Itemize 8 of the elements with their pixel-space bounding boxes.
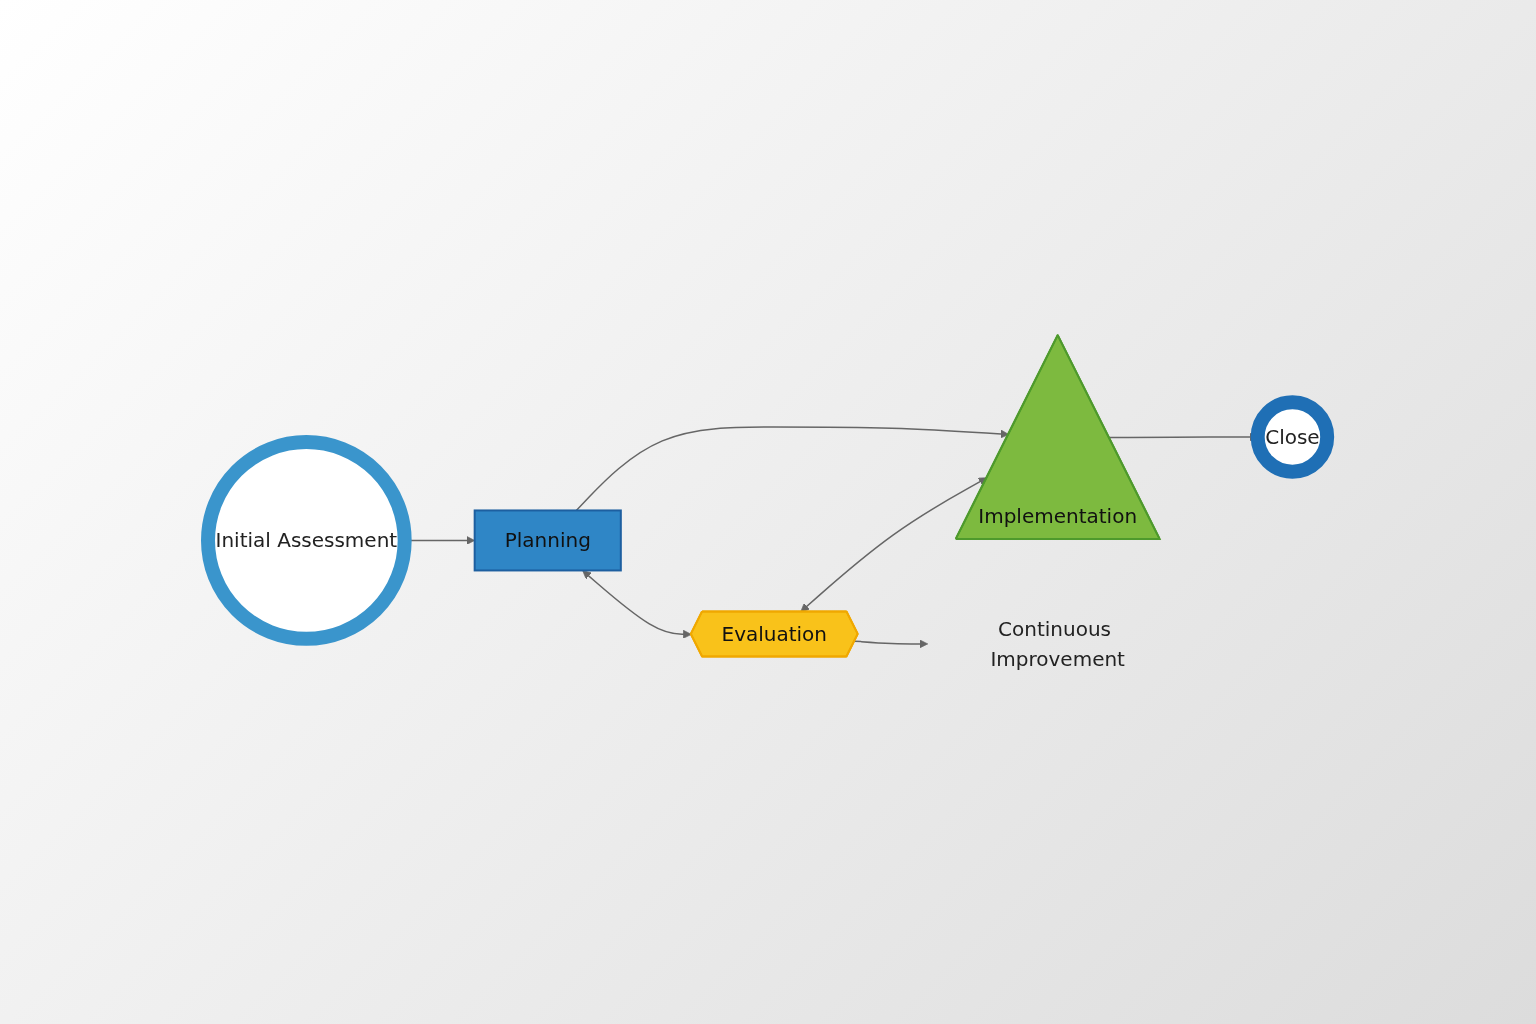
node-circle: Initial Assessment xyxy=(201,435,413,646)
arrow xyxy=(576,426,1010,512)
node-circle: Close xyxy=(1251,395,1335,479)
arrow xyxy=(800,477,988,613)
node-text: Continuous Improvement xyxy=(990,616,1126,671)
node-box: Planning xyxy=(474,509,623,572)
arrow xyxy=(854,639,929,649)
arrow xyxy=(582,570,693,639)
